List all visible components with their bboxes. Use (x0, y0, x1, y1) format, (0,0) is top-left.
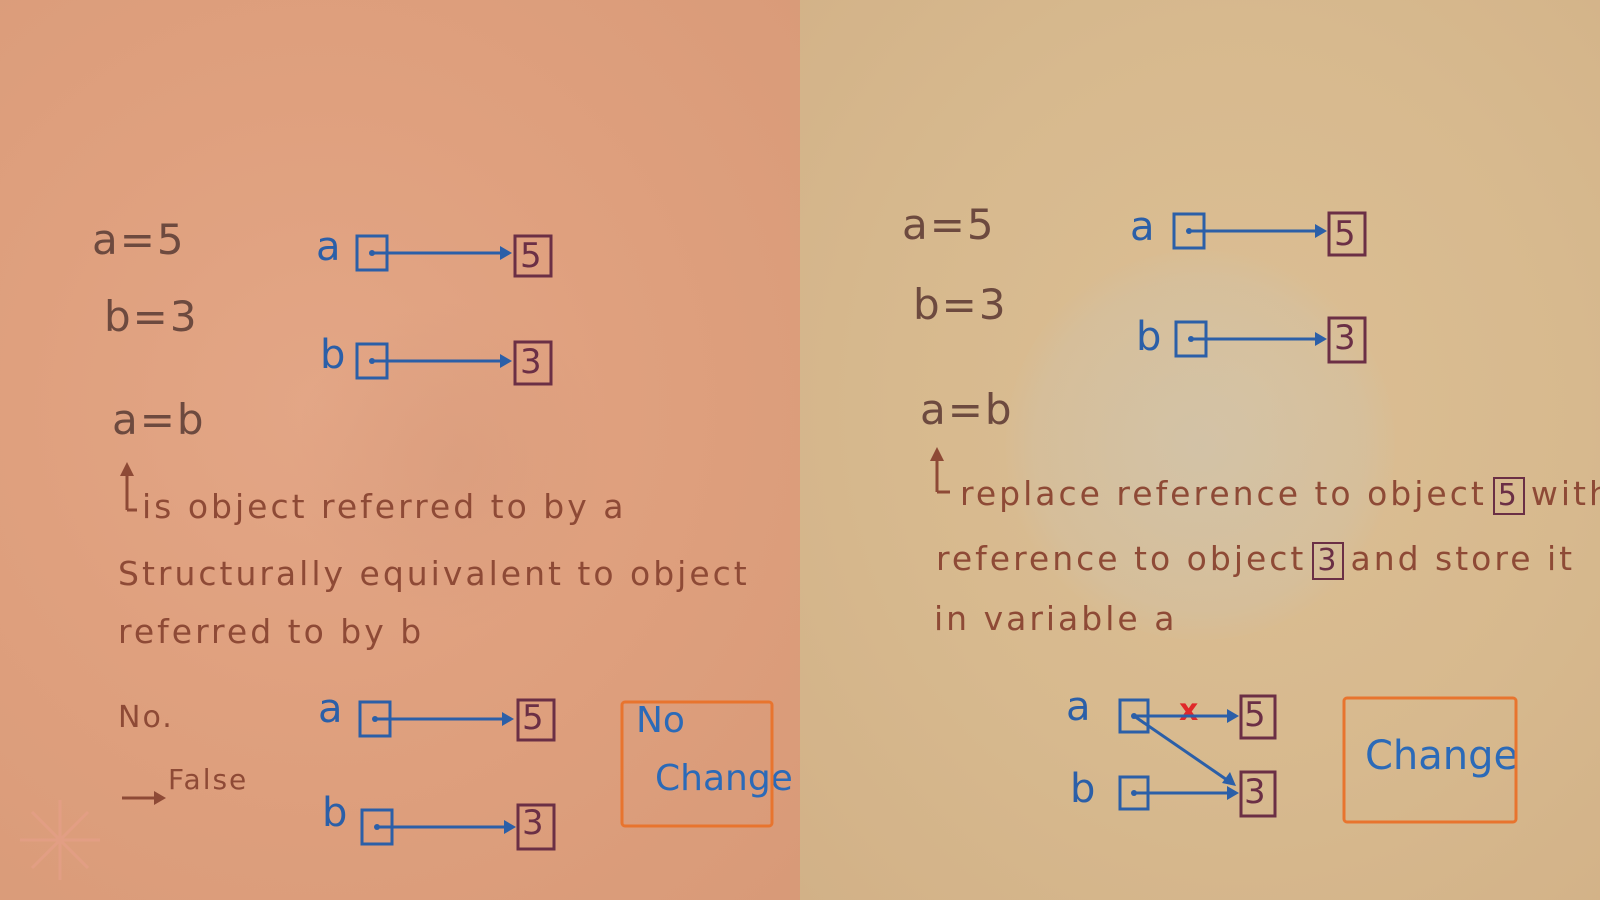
object-3-box (516, 803, 556, 851)
arrow-head (1315, 224, 1327, 238)
object-5: 5 (522, 698, 544, 738)
var-a-label: a (316, 224, 341, 270)
arrow-head (1227, 709, 1239, 723)
object-3-box (513, 340, 553, 386)
object-5: 5 (1244, 695, 1266, 735)
object-3: 3 (522, 803, 544, 843)
new-reference-arrow-a (1133, 714, 1231, 784)
result-box-change (1342, 696, 1518, 824)
cross-mark-icon: x (1179, 693, 1199, 728)
explanation-text: replace reference to object (960, 474, 1487, 513)
decorative-star-icon (20, 800, 100, 880)
answer-no: No. (118, 700, 174, 735)
watermark-logo (1005, 250, 1395, 640)
right-diagram-svg (930, 211, 1518, 824)
object-3: 3 (1334, 318, 1356, 358)
object-5-box (513, 234, 553, 278)
result-box-no-change (620, 700, 774, 828)
object-5-box (516, 698, 556, 742)
var-a-label: a (1066, 684, 1091, 730)
arrow-head (1222, 772, 1236, 786)
left-panel: a=5 b=3 a=b is object referred to by a S… (0, 0, 800, 900)
code-line-a-equals-5: a=5 (902, 200, 996, 249)
question-line-2: Structurally equivalent to object (118, 554, 750, 593)
code-line-a-equals-5: a=5 (92, 215, 186, 264)
code-line-a-equals-b: a=b (112, 395, 206, 444)
result-no: No (636, 700, 685, 741)
var-a-label: a (318, 686, 343, 732)
explanation-text: reference to object (936, 539, 1307, 578)
watermark-logo (290, 300, 620, 630)
explanation-text: and store it (1350, 539, 1576, 578)
explanation-line-1: replace reference to object5with (960, 465, 1600, 523)
inline-object-5: 5 (1492, 477, 1525, 515)
object-5: 5 (520, 236, 542, 276)
object-3-box (1327, 316, 1367, 364)
left-diagram-svg (20, 234, 774, 880)
arrow-head (500, 246, 512, 260)
pointer-arrow-head (120, 462, 134, 476)
code-line-a-equals-b: a=b (920, 385, 1014, 434)
answer-false: False (168, 763, 249, 796)
result-change: Change (1365, 733, 1519, 779)
var-b-label: b (1136, 314, 1162, 360)
var-b-label: b (322, 790, 348, 836)
var-b-label: b (320, 332, 346, 378)
code-line-b-equals-3: b=3 (913, 280, 1008, 329)
var-a-label: a (1130, 204, 1155, 250)
arrow-head (504, 820, 516, 834)
object-3-box (1239, 770, 1277, 818)
arrow-head (502, 712, 514, 726)
object-5-box (1327, 211, 1367, 257)
question-line-1: is object referred to by a (142, 487, 627, 526)
code-line-b-equals-3: b=3 (104, 292, 199, 341)
question-line-3: referred to by b (118, 612, 425, 651)
arrow-head (1227, 786, 1239, 800)
object-5: 5 (1334, 214, 1356, 254)
object-3: 3 (520, 342, 542, 382)
false-arrow-head (154, 791, 166, 805)
arrow-head (1315, 332, 1327, 346)
explanation-text: with (1530, 474, 1600, 513)
inline-object-3: 3 (1312, 542, 1345, 580)
result-change: Change (655, 758, 793, 799)
object-3: 3 (1244, 772, 1266, 812)
object-5-box (1239, 694, 1277, 740)
pointer-arrow-head (930, 447, 944, 461)
explanation-line-3: in variable a (934, 599, 1178, 638)
arrow-head (500, 354, 512, 368)
var-b-label: b (1070, 766, 1096, 812)
